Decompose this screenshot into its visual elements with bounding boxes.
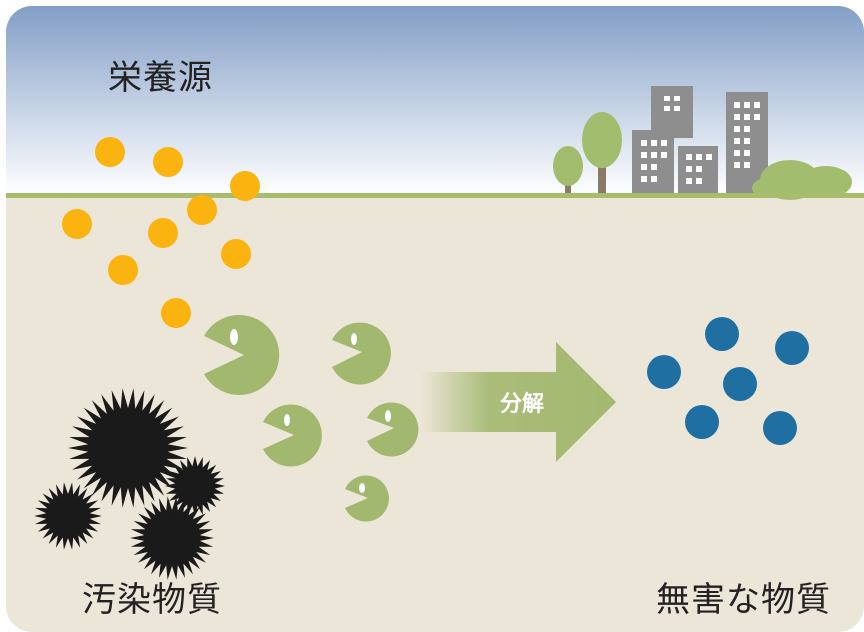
nutrient-particle <box>62 209 92 239</box>
harmless-substances-label: 無害な物質 <box>656 580 831 620</box>
grass-line <box>6 193 864 198</box>
nutrients-label: 栄養源 <box>108 58 213 98</box>
nutrient-particle <box>148 218 178 248</box>
harmless-particle <box>723 367 757 401</box>
sky <box>6 6 864 196</box>
nutrient-particle <box>221 239 251 269</box>
pacman-microbe-icon <box>345 475 389 522</box>
nutrient-particles <box>62 137 260 328</box>
spiky-pollutant-icon <box>34 482 102 550</box>
arrow-icon <box>420 342 616 462</box>
harmless-particle <box>763 411 797 445</box>
pacman-microbe-icon <box>367 402 419 457</box>
harmless-particles <box>647 317 809 445</box>
nutrient-particle <box>153 147 183 177</box>
decompose-label: 分解 <box>500 392 545 417</box>
nutrient-particle <box>108 255 138 285</box>
spiky-pollutant-icon <box>165 456 225 516</box>
city-skyline-icon <box>553 86 852 200</box>
nutrient-particle <box>95 137 125 167</box>
spiky-pollutant-icon <box>68 388 188 508</box>
pacman-microbe-icon <box>263 404 322 467</box>
pacman-microbe-icon <box>204 315 280 395</box>
harmless-particle <box>705 317 739 351</box>
nutrient-particle <box>230 171 260 201</box>
harmless-particle <box>775 331 809 365</box>
harmless-particle <box>685 405 719 439</box>
microbes <box>204 315 419 522</box>
pollutant-particles <box>34 388 225 580</box>
harmless-particle <box>647 355 681 389</box>
pollutants-label: 汚染物質 <box>82 580 222 620</box>
spiky-pollutant-icon <box>130 496 214 580</box>
nutrient-particle <box>161 298 191 328</box>
nutrient-particle <box>187 195 217 225</box>
pacman-microbe-icon <box>332 322 391 385</box>
